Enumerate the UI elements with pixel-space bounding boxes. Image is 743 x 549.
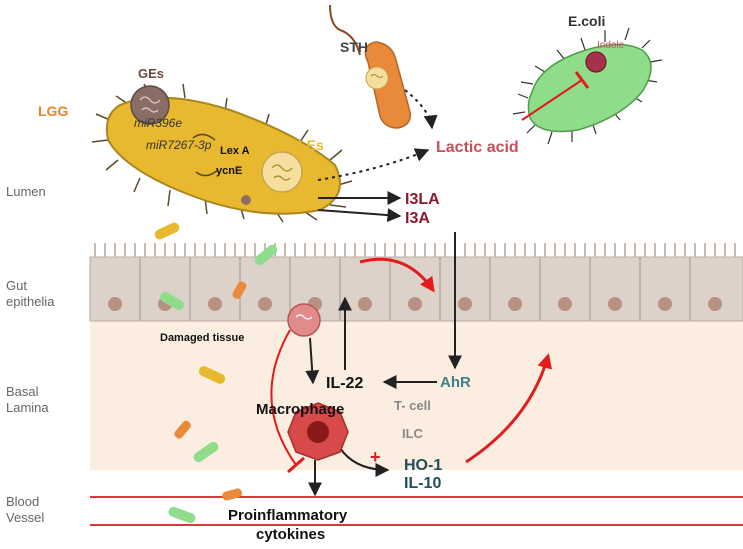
proinflammatory-label: Proinflammatory (228, 507, 348, 524)
region-vessel-label: Vessel (6, 510, 44, 525)
il22-label: IL-22 (326, 375, 363, 392)
ahr-label: AhR (440, 374, 471, 391)
ho1-repair-arrow (465, 353, 552, 464)
lexa-label: Lex A (220, 145, 250, 157)
ho1-label: HO-1 (404, 457, 442, 474)
indole-label: Indole (597, 40, 625, 51)
lgg-bacterium (91, 83, 353, 223)
mir396e-label: miR396e (134, 116, 182, 130)
gut-epithelium (89, 243, 743, 322)
region-basal-label: Basal (6, 384, 39, 399)
region-lumen-label: Lumen (6, 184, 46, 199)
blood-vessel-region (90, 470, 743, 549)
ecoli-label: E.coli (568, 13, 605, 29)
epithelium-repair-arrow (359, 257, 435, 293)
region-blood-label: Blood (6, 494, 39, 509)
ges-label: GEs (138, 66, 164, 81)
ycne-label: ycnE (216, 165, 242, 177)
ges-vesicle (130, 85, 170, 125)
lgg-to-i3a-arrow (317, 208, 402, 223)
region-epithelia-label: epithelia (6, 294, 55, 309)
cytokines-label: cytokines (256, 526, 325, 543)
i3la-label: I3LA (405, 191, 440, 208)
lactic-inhibits-indole (521, 71, 590, 121)
sth-bacterium (329, 4, 411, 129)
macrophage-to-ho1-arrow (339, 447, 390, 477)
plus-sign: + (370, 447, 381, 467)
lgg-label: LGG (38, 103, 68, 119)
ecoli-bacterium (512, 27, 663, 145)
scattered-bacteria (154, 222, 278, 524)
mir7267-label: miR7267-3p (146, 138, 212, 152)
sth-label: STH (340, 39, 368, 55)
i3a-label: I3A (405, 210, 430, 227)
damaged-cell (287, 303, 321, 337)
ilc-label: ILC (402, 426, 424, 441)
sth-to-lactic-arrow (404, 89, 438, 130)
macrophage-label: Macrophage (256, 401, 344, 418)
tcell-label: T- cell (394, 398, 431, 413)
region-lamina-label: Lamina (6, 400, 49, 415)
region-gut-label: Gut (6, 278, 27, 293)
les-vesicle (261, 151, 303, 193)
il10-label: IL-10 (404, 475, 441, 492)
damaged-inhibits-cytokines (270, 329, 305, 474)
les-label: LEs (298, 137, 324, 153)
lactic-acid-label: Lactic acid (436, 139, 519, 156)
damaged-tissue-label: Damaged tissue (160, 332, 244, 344)
damaged-to-macrophage-arrow (305, 337, 320, 385)
macrophage-cell (287, 402, 349, 461)
indole-vesicle (585, 51, 607, 73)
